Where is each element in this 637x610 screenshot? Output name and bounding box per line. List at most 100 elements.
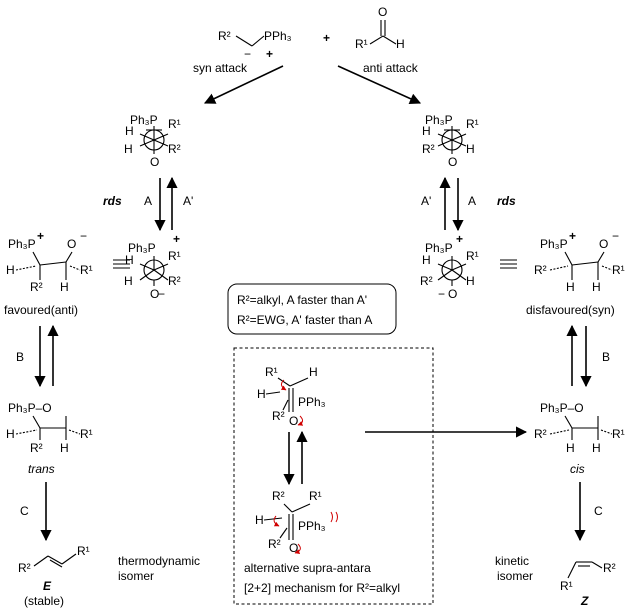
svg-text:H: H xyxy=(6,427,15,441)
svg-text:O: O xyxy=(150,287,159,301)
label-c-left: C xyxy=(20,504,29,518)
label-a-right: A xyxy=(468,194,476,208)
svg-text:Ph₃P: Ph₃P xyxy=(540,237,568,251)
ylide-r2: R² xyxy=(218,29,231,43)
rds-left: rds xyxy=(103,194,122,208)
svg-text:H: H xyxy=(309,365,318,379)
ylide-plus: + xyxy=(266,47,273,61)
svg-text:+: + xyxy=(456,232,463,246)
label-b-left: B xyxy=(16,350,24,364)
svg-text:Ph₃P: Ph₃P xyxy=(128,241,156,255)
label-b-right: B xyxy=(602,350,610,364)
alt-ts-lower: R² R¹ H R² PPh₃ O xyxy=(255,489,338,555)
svg-text:+: + xyxy=(173,232,180,246)
favoured-label: favoured(anti) xyxy=(4,303,78,317)
svg-text:H: H xyxy=(566,441,575,455)
trans-oxaphosphetane: Ph₃P–O H R¹ R² H xyxy=(6,401,93,455)
stable-label: (stable) xyxy=(24,594,64,608)
aldehyde-bond-r1 xyxy=(369,35,384,45)
svg-text:R¹: R¹ xyxy=(612,263,625,277)
svg-text:R¹: R¹ xyxy=(80,427,93,441)
equivalence-left xyxy=(113,259,130,269)
thermodynamic-line-1: thermodynamic xyxy=(118,554,200,568)
aldehyde-o: O xyxy=(378,5,387,19)
ylide-bond-1 xyxy=(235,35,253,47)
kinetic-line-2: isomer xyxy=(497,569,533,583)
svg-text:R²: R² xyxy=(603,561,616,575)
ylide-minus: − xyxy=(244,47,251,61)
svg-text:Ph₃P: Ph₃P xyxy=(425,241,453,255)
svg-text:O: O xyxy=(448,287,457,301)
label-a-left: A xyxy=(144,194,152,208)
e-label: E xyxy=(43,579,52,593)
z-label: Z xyxy=(580,594,589,608)
svg-text:PPh₃: PPh₃ xyxy=(298,519,326,533)
trans-label: trans xyxy=(28,462,55,476)
svg-text:−: − xyxy=(612,229,619,243)
svg-text:Ph₃P: Ph₃P xyxy=(8,237,36,251)
svg-text:H: H xyxy=(566,280,575,294)
condition-line-1: R²=alkyl, A faster than A' xyxy=(237,293,367,307)
svg-text:H: H xyxy=(422,253,431,267)
thermodynamic-line-2: isomer xyxy=(118,569,154,583)
syn-attack-arrow xyxy=(203,65,284,104)
svg-text:R²: R² xyxy=(168,142,181,156)
svg-text:R¹: R¹ xyxy=(77,544,90,558)
svg-text:H: H xyxy=(422,124,431,138)
svg-text:R¹: R¹ xyxy=(265,365,278,379)
label-aprime-left: A' xyxy=(183,194,193,208)
svg-text:H: H xyxy=(466,142,475,156)
aldehyde-bond-h xyxy=(382,35,397,45)
alt-mechanism-line-2: [2+2] mechanism for R²=alkyl xyxy=(244,581,400,595)
equivalence-right xyxy=(500,259,517,269)
svg-text:H: H xyxy=(6,263,15,277)
svg-text:R²: R² xyxy=(268,537,281,551)
svg-text:O: O xyxy=(67,237,76,251)
svg-text:Ph₃P–O: Ph₃P–O xyxy=(540,401,584,415)
svg-text:R¹: R¹ xyxy=(168,117,181,131)
svg-text:R²: R² xyxy=(272,409,285,423)
anti-attack-arrow xyxy=(337,65,422,104)
alternative-mechanism-box: R¹ H H R² PPh₃ O R² R¹ H R² xyxy=(233,347,434,605)
svg-text:Ph₃P: Ph₃P xyxy=(425,113,453,127)
svg-text:O: O xyxy=(599,237,608,251)
right-newman-staggered: Ph₃P + H R² R¹ H − O xyxy=(420,232,479,301)
svg-text:R²: R² xyxy=(168,274,181,288)
svg-text:R²: R² xyxy=(534,427,547,441)
svg-text:+: + xyxy=(37,229,44,243)
cis-oxaphosphetane: Ph₃P–O R² R¹ H H xyxy=(534,401,625,455)
svg-text:+: + xyxy=(569,229,576,243)
svg-text:H: H xyxy=(255,513,264,527)
left-betaine-zigzag: Ph₃P + O − H R¹ R² H xyxy=(6,229,93,294)
disfavoured-label: disfavoured(syn) xyxy=(526,303,615,317)
label-c-right: C xyxy=(594,504,603,518)
cis-label: cis xyxy=(570,462,585,476)
svg-text:R²: R² xyxy=(30,280,43,294)
svg-text:PPh₃: PPh₃ xyxy=(298,395,326,409)
svg-text:−: − xyxy=(158,287,165,301)
alt-ts-upper: R¹ H H R² PPh₃ O xyxy=(257,365,326,428)
left-newman-staggered: Ph₃P + H H R¹ R² O − xyxy=(124,232,181,301)
svg-text:R¹: R¹ xyxy=(168,249,181,263)
svg-text:R²: R² xyxy=(272,489,285,503)
svg-text:H: H xyxy=(125,253,134,267)
svg-text:H: H xyxy=(592,441,601,455)
svg-text:H: H xyxy=(257,387,266,401)
aldehyde-reagent: O R¹ H xyxy=(355,5,405,51)
right-newman-eclipsed: Ph₃P H R² R¹ H O xyxy=(422,113,479,169)
svg-text:O: O xyxy=(289,414,298,428)
svg-text:−: − xyxy=(80,229,87,243)
svg-text:H: H xyxy=(466,274,475,288)
condition-line-2: R²=EWG, A' faster than A xyxy=(237,313,372,327)
z-alkene: R¹ R² xyxy=(560,561,616,593)
label-aprime-right: A' xyxy=(421,194,431,208)
svg-text:R¹: R¹ xyxy=(612,427,625,441)
ylide-pph3: PPh₃ xyxy=(264,29,292,43)
svg-text:H: H xyxy=(592,280,601,294)
svg-text:Ph₃P–O: Ph₃P–O xyxy=(8,401,52,415)
ylide-reagent: R² PPh₃ − + xyxy=(218,29,292,61)
svg-text:R²: R² xyxy=(420,274,433,288)
svg-text:O: O xyxy=(150,155,159,169)
right-betaine-zigzag: Ph₃P + O − R² R¹ H H xyxy=(534,229,625,294)
